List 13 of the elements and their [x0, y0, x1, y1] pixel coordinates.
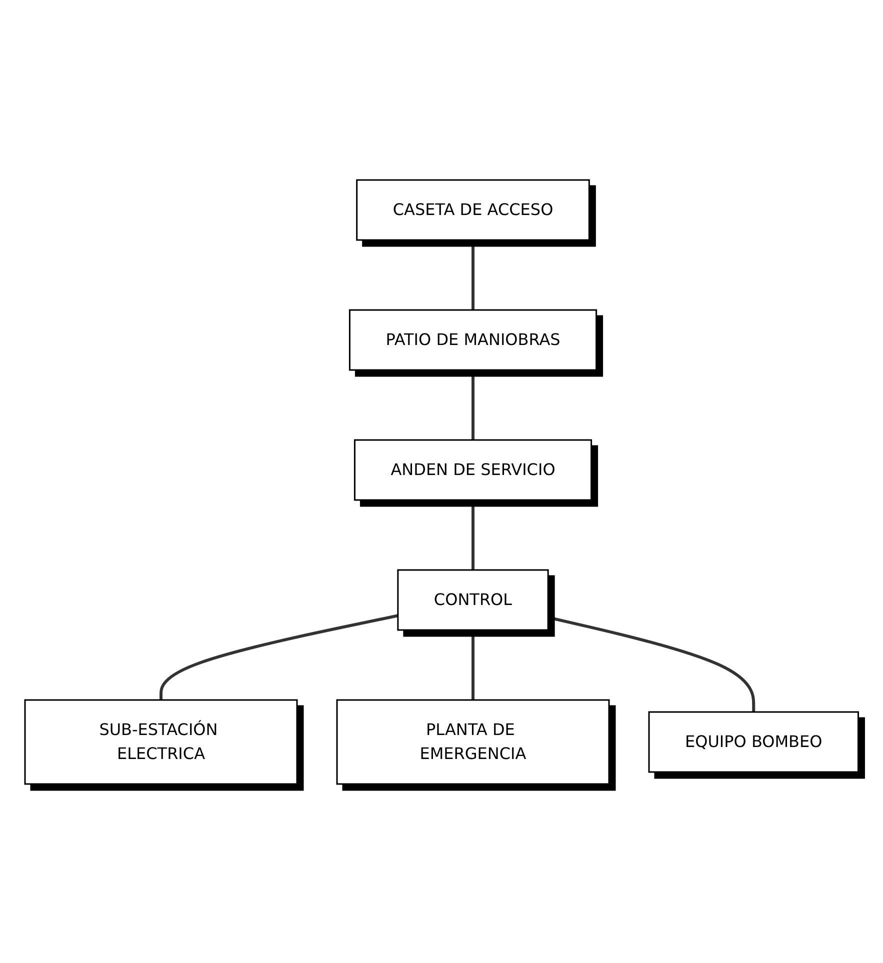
connector [471, 630, 474, 700]
connector [471, 240, 474, 310]
node-box: PLANTA DE EMERGENCIA [336, 698, 610, 784]
connector [471, 500, 474, 570]
node-box: CONTROL [397, 568, 549, 630]
connector [548, 615, 755, 712]
node-box: EQUIPO BOMBEO [648, 710, 859, 772]
node-box: SUB-ESTACIÓN ELECTRICA [24, 698, 298, 784]
node-box: CASETA DE ACCESO [356, 178, 590, 240]
connector [159, 614, 398, 700]
connector [471, 370, 474, 440]
node-box: ANDEN DE SERVICIO [354, 438, 592, 500]
node-box: PATIO DE MANIOBRAS [348, 308, 597, 370]
